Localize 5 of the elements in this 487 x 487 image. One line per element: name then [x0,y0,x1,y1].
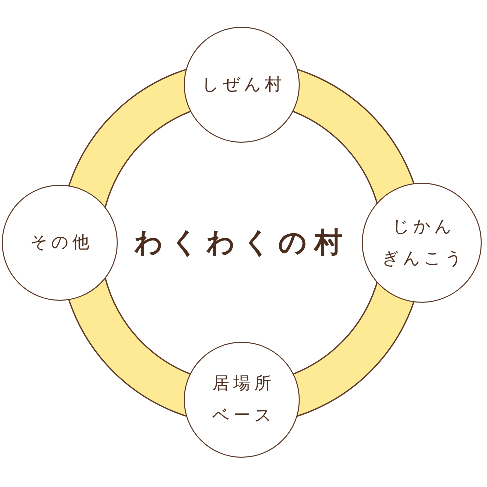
center-title: わくわくの村 [134,229,350,257]
circle-label: その他 [30,232,94,255]
circle-label: 居場所ベース [212,373,276,428]
circle-label: じかんぎんこう [381,216,466,271]
circle-label: しぜん村 [201,74,286,97]
